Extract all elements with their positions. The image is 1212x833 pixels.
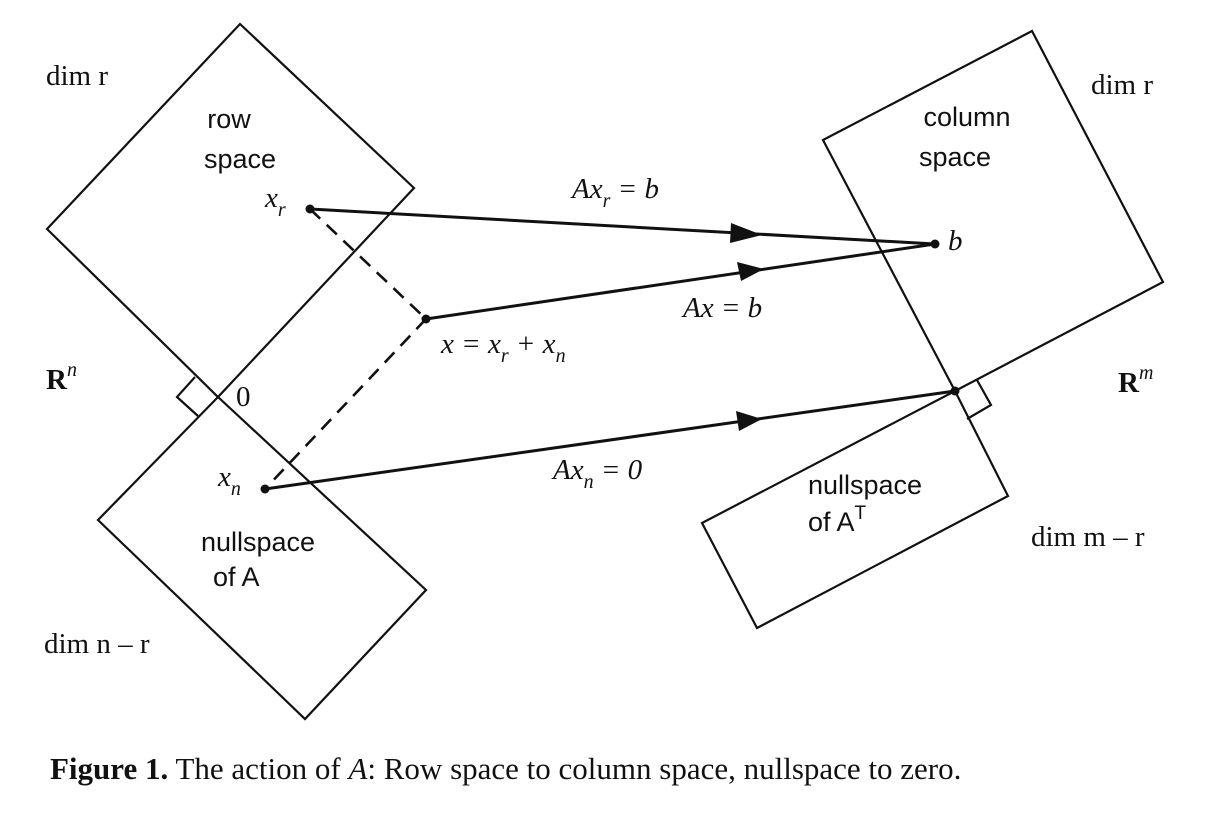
right-right-angle-marker (966, 379, 993, 420)
point-b (930, 239, 940, 249)
row-space-dim: dim r (46, 60, 108, 92)
b-label: b (948, 225, 963, 257)
nullspace-at-box (700, 389, 1010, 630)
zero-label: 0 (236, 381, 251, 413)
left-right-angle-marker (175, 376, 199, 417)
point-x (421, 314, 431, 324)
column-space-box (821, 29, 1165, 393)
column-space-dim: dim r (1091, 69, 1153, 101)
domain-space-label: Rn (46, 359, 77, 396)
nullspace-a-label-line1: nullspace (201, 527, 315, 557)
x-decomposition-label: x = xr + xn (440, 328, 566, 367)
point-xr (305, 204, 315, 214)
map-label-ax-equals-b: Ax = b (681, 292, 762, 324)
codomain-space-label: Rm (1118, 362, 1153, 399)
figure-caption-label: Figure 1. (50, 751, 168, 786)
xn-label: xn (217, 461, 241, 500)
map-label-axr-equals-b: Axr = b (570, 173, 659, 212)
arrow-xr-to-b (309, 207, 936, 246)
map-label-axn-equals-zero: Axn = 0 (551, 454, 643, 493)
column-space-label-line1: column (923, 102, 1010, 132)
figure-caption: Figure 1. The action of A: Row space to … (50, 751, 961, 786)
dashed-xr-to-x (309, 208, 427, 320)
arrowhead-x-to-b (737, 262, 764, 281)
xr-label: xr (264, 182, 286, 221)
nullspace-at-label-line2: of AT (808, 503, 867, 537)
nullspace-a-dim: dim n – r (44, 628, 150, 660)
arrowhead-xr-to-b (730, 223, 762, 243)
nullspace-a-box (96, 395, 428, 721)
nullspace-at-dim: dim m – r (1031, 521, 1145, 553)
arrow-xn-to-zero (264, 389, 956, 491)
point-zero-right (950, 386, 960, 396)
arrowhead-xn-to-zero (736, 411, 762, 431)
point-xn (260, 484, 270, 494)
arrow-x-to-b (425, 242, 936, 321)
row-space-box (45, 22, 416, 399)
dashed-x-to-xn (264, 318, 427, 490)
column-space-label-line2: space (919, 142, 991, 172)
nullspace-at-superscript-t: T (855, 503, 867, 524)
nullspace-at-label-line1: nullspace (808, 470, 922, 500)
nullspace-at-of-a: of A (808, 507, 855, 537)
row-space-label-line1: row (207, 104, 251, 134)
nullspace-a-label-line2: of A (213, 562, 260, 592)
row-space-label-line2: space (204, 144, 276, 174)
